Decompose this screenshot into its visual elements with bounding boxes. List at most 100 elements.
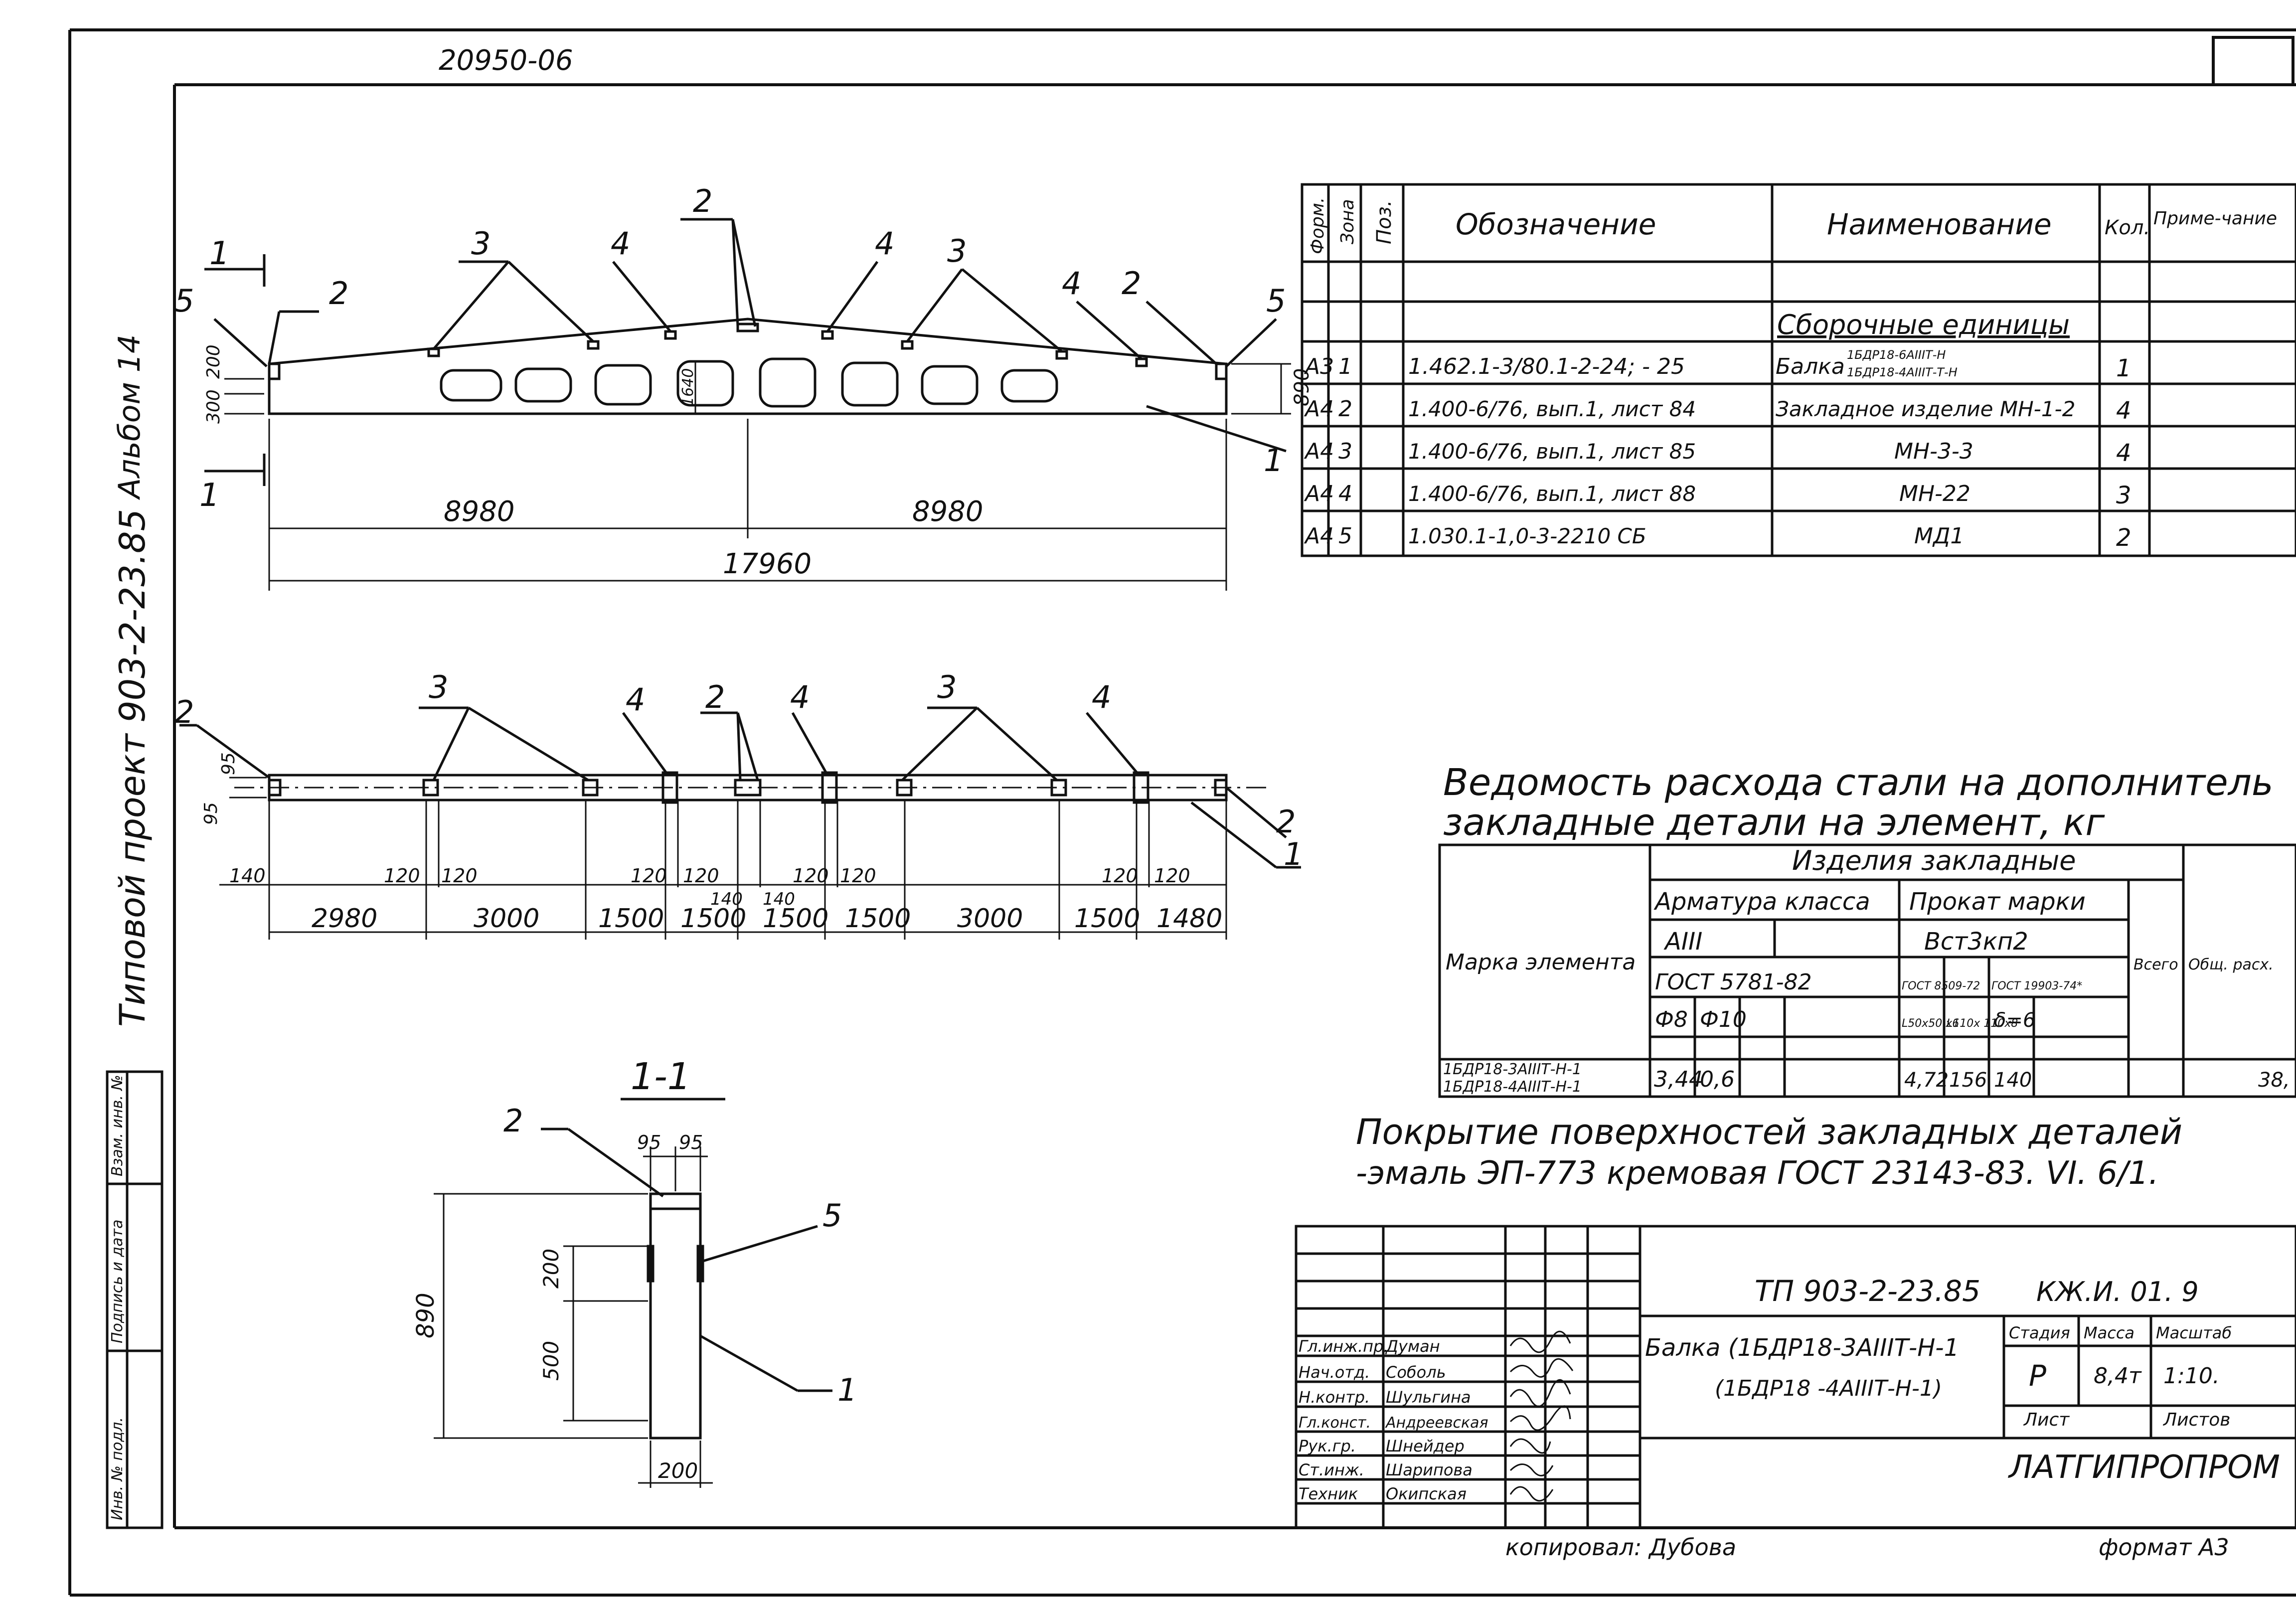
steel-col-marka: Марка элемента — [1446, 950, 1636, 975]
dim-top: 200 — [203, 344, 224, 379]
position-mark: 5 — [174, 283, 194, 319]
steel-value: 4,72 — [1904, 1069, 1949, 1092]
stamp-format: формат А3 — [2099, 1534, 2229, 1561]
leader-line — [432, 707, 470, 781]
position-mark: 3 — [471, 225, 491, 262]
stamp-role: Гл.конст. — [1299, 1414, 1371, 1432]
dim-height: 890 — [1291, 368, 1313, 406]
beam-opening — [676, 360, 734, 407]
position-mark: 4 — [1092, 679, 1111, 715]
beam-opening — [1000, 369, 1058, 403]
dim-width: 95 — [637, 1132, 661, 1153]
spec-section-title: Сборочные единицы — [1777, 309, 2070, 340]
steel-grade: Вст3кп2 — [1924, 928, 2028, 956]
side-stamp-inv: Инв. № подл. — [109, 1417, 126, 1520]
section-mark-label: 1 — [209, 235, 230, 272]
position-mark: 2 — [174, 694, 194, 730]
spec-row-name: МН-3-3 — [1894, 439, 1973, 464]
project-label: Типовой проект 903-2-23.85 — [112, 509, 153, 1027]
stamp-scale: 1:10. — [2163, 1363, 2220, 1389]
plan-embed — [1133, 771, 1149, 804]
album-label: Альбом 14 — [112, 334, 147, 500]
position-mark: 4 — [611, 225, 630, 262]
leader-line — [702, 1225, 818, 1263]
embed-plate — [736, 323, 759, 332]
steel-obshch: Общ. расх. — [2188, 956, 2274, 973]
stamp-organization: ЛАТГИПРОПРОМ — [2008, 1449, 2280, 1486]
spec-row-designation: 1.400-6/76, вып.1, лист 85 — [1408, 439, 1696, 464]
beam-opening — [594, 364, 652, 406]
leader-line — [1190, 802, 1277, 868]
position-mark: 2 — [705, 679, 725, 715]
position-mark: 4 — [875, 225, 894, 262]
dim-span: 1500 — [763, 904, 828, 934]
stamp-role: Техник — [1299, 1484, 1358, 1503]
spec-row-designation: 1.400-6/76, вып.1, лист 88 — [1408, 482, 1696, 506]
stamp-person: Окипская — [1386, 1484, 1467, 1503]
plan-embed — [821, 771, 838, 804]
steel-d8: Ф8 — [1655, 1007, 1688, 1032]
steel-plate: δ=6 — [1994, 1009, 2035, 1032]
steel-table-grid — [1438, 843, 2296, 1098]
spec-row-pos: 1 — [1338, 354, 1352, 379]
leader-line — [976, 707, 1058, 781]
steel-header-group: Изделия закладные — [1792, 845, 2076, 876]
dim-section-width: 200 — [658, 1458, 698, 1483]
position-mark: 2 — [329, 275, 348, 312]
embed-plate — [821, 330, 834, 340]
embed-plate — [664, 330, 677, 340]
leader-line — [901, 707, 978, 781]
dim-lower: 500 — [539, 1341, 563, 1381]
leader-line — [1146, 301, 1217, 365]
stamp-role: Рук.гр. — [1299, 1437, 1356, 1456]
position-mark: 4 — [626, 681, 645, 718]
dim-width: 95 — [218, 752, 239, 775]
steel-value: 0,6 — [1700, 1067, 1735, 1092]
embed-plate — [268, 362, 281, 380]
dim-span: 3000 — [474, 904, 539, 934]
dim-half-left: 8980 — [444, 495, 515, 528]
stamp-title-line2: (1БДР18 -4АIIIТ-Н-1) — [1715, 1376, 1942, 1401]
position-mark: 5 — [822, 1197, 842, 1234]
spec-row-qty: 4 — [2116, 439, 2132, 467]
stamp-role: Нач.отд. — [1299, 1363, 1370, 1382]
position-mark: 4 — [790, 679, 810, 715]
beam-opening — [514, 367, 572, 403]
stamp-person: Андреевская — [1385, 1414, 1488, 1432]
spec-header-name: Наименование — [1827, 207, 2052, 241]
beam-opening — [921, 365, 979, 405]
spec-row-designation: 1.462.1-3/80.1-2-24; - 25 — [1408, 354, 1685, 379]
spec-row-name-sub: 1БДР18-6АIIIТ-Н — [1847, 348, 1946, 362]
stamp-stage: Р — [2029, 1359, 2046, 1393]
spec-row-format: А4 — [1304, 439, 1334, 464]
spec-table-grid — [1301, 183, 2296, 557]
plan-embed — [1050, 779, 1067, 797]
dim-bottom: 300 — [203, 389, 224, 424]
beam-elevation — [204, 218, 1291, 591]
leader-line — [791, 712, 829, 776]
position-mark: 1 — [1264, 442, 1283, 479]
leader-line — [622, 712, 669, 776]
plan-embed — [661, 771, 678, 804]
spec-header-zone: Зона — [1337, 199, 1358, 244]
spec-row-name: МН-22 — [1899, 481, 1970, 506]
embed-plate — [1135, 357, 1148, 367]
stamp-person: Шарипова — [1386, 1460, 1473, 1479]
stamp-scale-label: Масштаб — [2156, 1323, 2232, 1342]
dim-span: 3000 — [957, 904, 1023, 934]
steel-value: 140 — [1994, 1069, 2032, 1092]
dim-small: 120 — [1102, 865, 1138, 887]
leader-line — [507, 261, 594, 342]
steel-row-marka: 1БДР18-3АIIIТ-Н-1 — [1443, 1061, 1582, 1078]
side-stamp-grid — [106, 1070, 164, 1529]
spec-row-format: А4 — [1304, 481, 1334, 506]
plan-embed — [582, 779, 599, 797]
dim-span: 1480 — [1156, 904, 1222, 934]
position-mark: 1 — [837, 1372, 857, 1408]
stamp-person: Шульгина — [1386, 1388, 1471, 1407]
section-outline — [649, 1192, 702, 1440]
stamp-person: Соболь — [1386, 1363, 1446, 1382]
embed-plate — [1055, 350, 1068, 360]
dim-small: 120 — [631, 865, 667, 887]
